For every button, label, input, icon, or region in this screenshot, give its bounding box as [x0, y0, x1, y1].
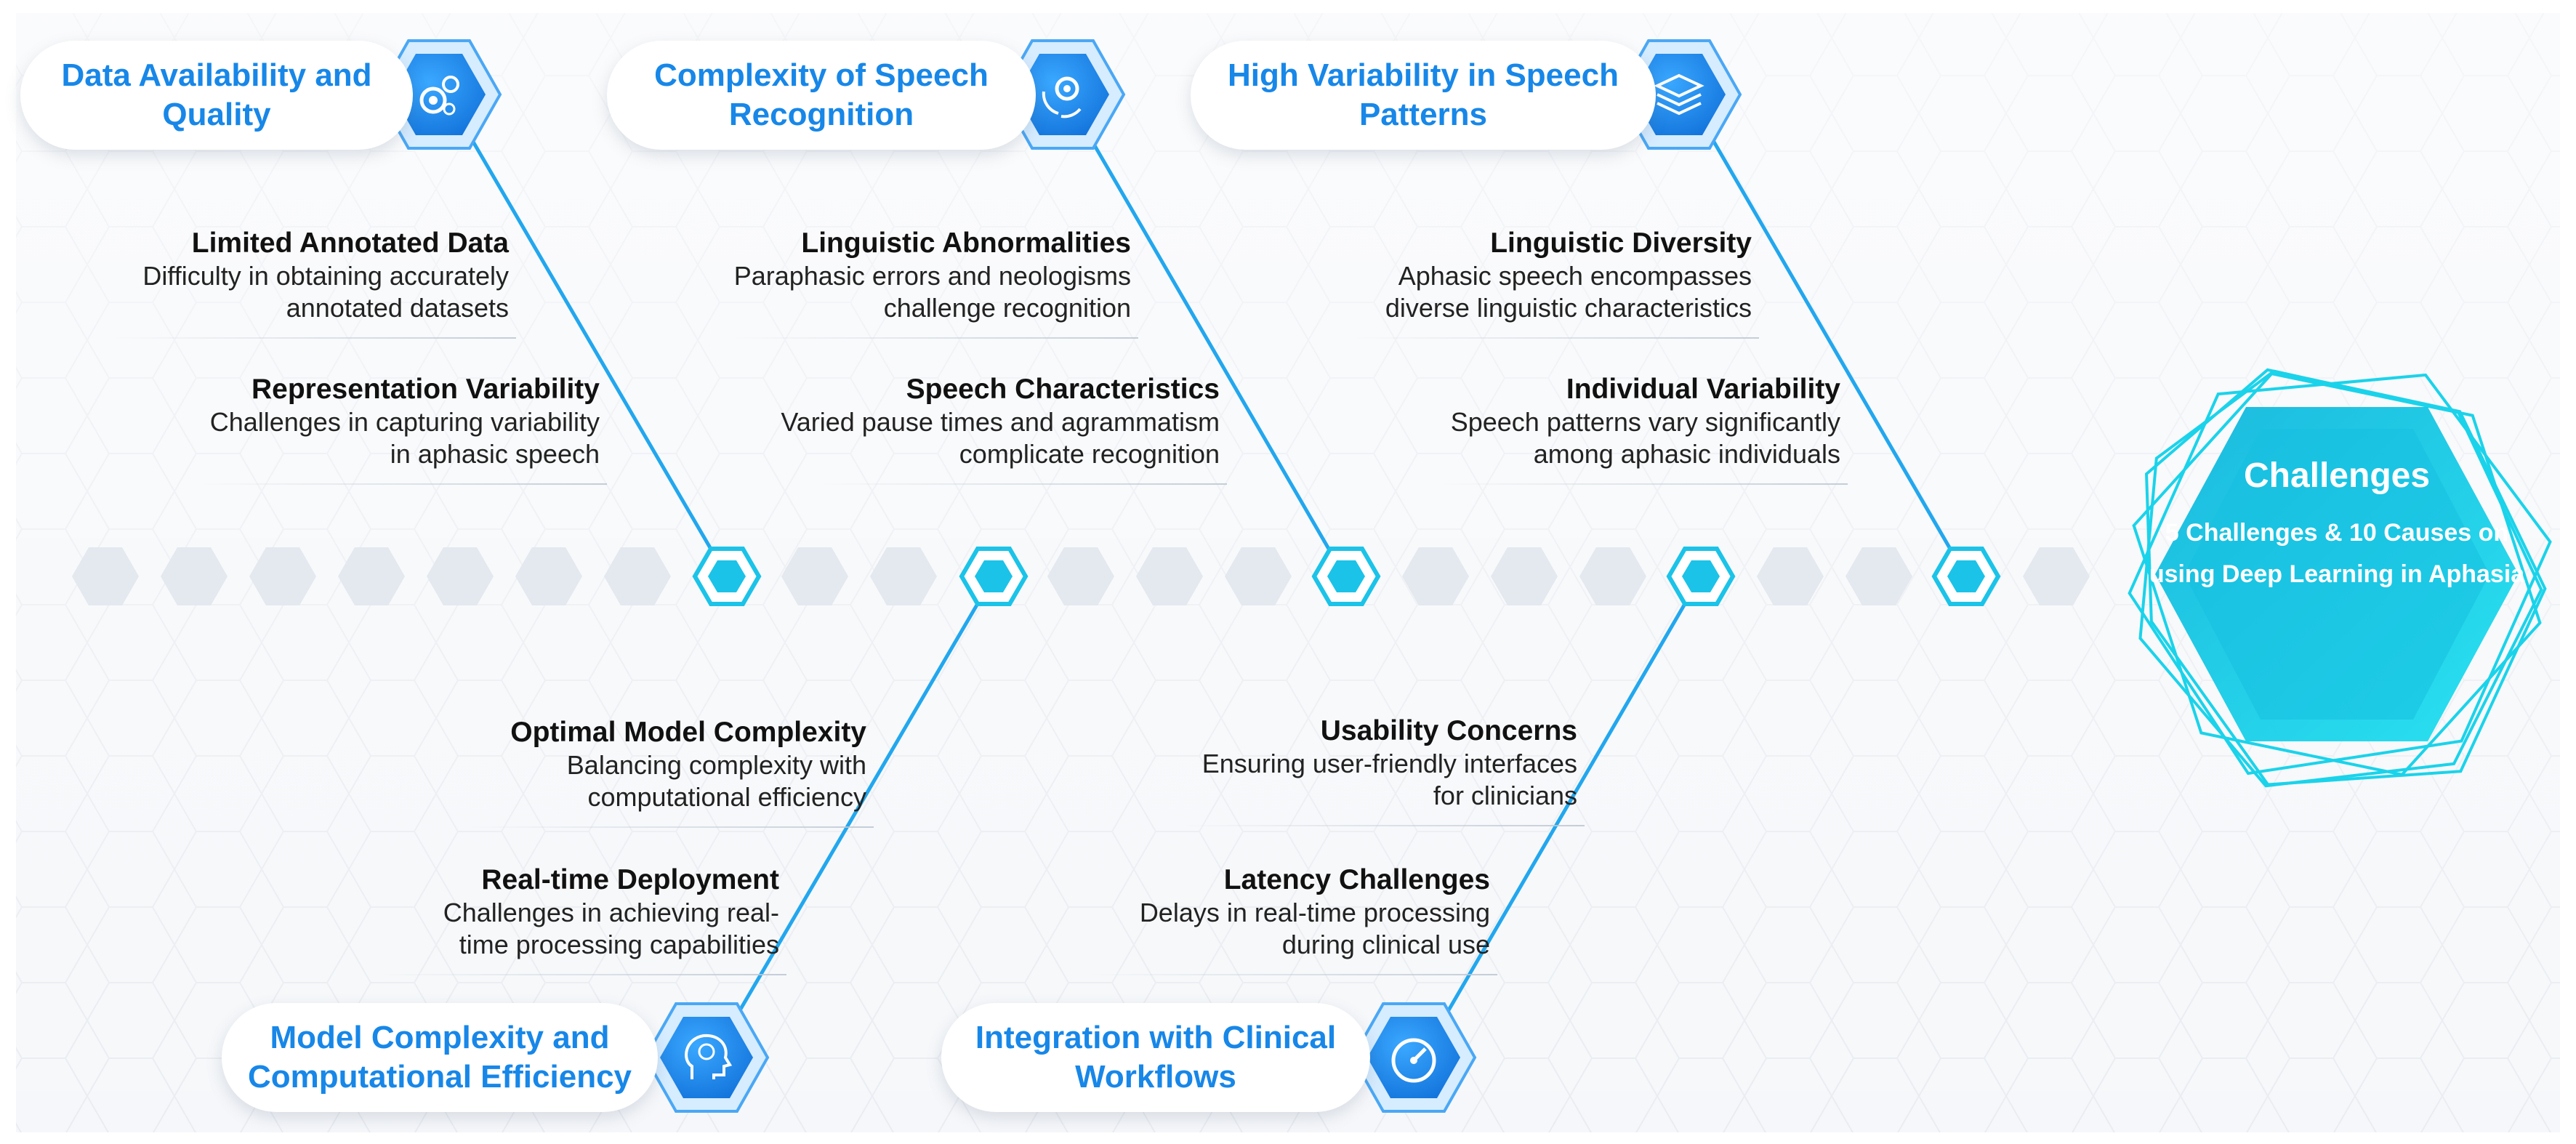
challenge-card-data-availability: Data Availability and Quality [20, 41, 413, 150]
cause-description: Delays in real-time processing during cl… [1139, 898, 1490, 959]
cause-description: Ensuring user-friendly interfaces for cl… [1202, 749, 1577, 810]
cause-title: Usability Concerns [1320, 715, 1577, 746]
challenge-card-speech-variability: High Variability in Speech Patterns [1191, 41, 1656, 150]
connector-line [1088, 137, 1347, 578]
cause-title: Real-time Deployment [481, 864, 779, 895]
track-hexagon [161, 547, 228, 605]
cause-title: Latency Challenges [1223, 864, 1490, 895]
track-hexagon [1579, 547, 1646, 605]
cause-title: Limited Annotated Data [191, 227, 509, 259]
track-hexagon [427, 547, 494, 605]
brain-head-icon [643, 1002, 770, 1113]
spine-node [959, 547, 1029, 606]
cause-underline [109, 337, 516, 339]
hub-subtitle: 5 Challenges & 10 Causes on using Deep L… [2149, 519, 2525, 588]
cause-item: Latency Challenges Delays in real-time p… [938, 863, 1497, 975]
cause-description: Balancing complexity with computational … [566, 750, 866, 812]
cause-description: Paraphasic errors and neologisms challen… [733, 261, 1131, 323]
track-hexagon [1047, 547, 1114, 605]
cause-title: Optimal Model Complexity [510, 717, 866, 748]
cause-item: Representation Variability Challenges in… [47, 373, 607, 485]
challenge-card-clinical-integration: Integration with Clinical Workflows [941, 1003, 1370, 1112]
cause-title: Speech Characteristics [906, 374, 1220, 405]
challenge-title: Model Complexity and Computational Effic… [247, 1020, 632, 1095]
cause-underline [1178, 825, 1585, 826]
connector-lines [469, 137, 1968, 1015]
track-hexagon [338, 547, 405, 605]
cause-item: Linguistic Diversity Aphasic speech enco… [1199, 227, 1759, 339]
connector-line [1444, 575, 1703, 1015]
hub-label: Challenges 5 Challenges & 10 Causes on u… [2141, 454, 2533, 595]
cause-title: Linguistic Abnormalities [801, 227, 1131, 259]
connector-line [1710, 137, 1968, 578]
track-hexagon [2023, 547, 2090, 605]
challenge-card-model-complexity: Model Complexity and Computational Effic… [222, 1003, 658, 1112]
track-hexagon [1846, 547, 1912, 605]
track-hexagon [870, 547, 937, 605]
spine-node [1311, 547, 1381, 606]
cause-item: Usability Concerns Ensuring user-friendl… [1025, 714, 1585, 826]
cause-description: Speech patterns vary significantly among… [1450, 407, 1840, 469]
cause-title: Individual Variability [1566, 374, 1840, 405]
hub-title: Challenges [2243, 456, 2431, 495]
cause-underline [820, 483, 1227, 485]
track-hexagon [249, 547, 316, 605]
track-hexagon [1402, 547, 1469, 605]
cause-item: Real-time Deployment Challenges in achie… [227, 863, 786, 975]
track-hexagon [1136, 547, 1203, 605]
process-gear-icon [999, 39, 1126, 150]
cause-underline [1441, 483, 1848, 485]
spine-node [1931, 547, 2001, 606]
spine-node [692, 547, 762, 606]
cause-item: Optimal Model Complexity Balancing compl… [314, 716, 874, 828]
cause-underline [200, 483, 607, 485]
cause-underline [379, 974, 786, 975]
spine-node [1666, 547, 1736, 606]
cause-item: Speech Characteristics Varied pause time… [667, 373, 1227, 485]
connector-line [469, 137, 729, 578]
track-hexagon [72, 547, 139, 605]
connector-line [736, 575, 996, 1015]
track-hexagon [1757, 547, 1824, 605]
gears-icon [376, 39, 502, 150]
cause-description: Challenges in achieving real- time proce… [443, 898, 779, 959]
cause-item: Linguistic Abnormalities Paraphasic erro… [579, 227, 1138, 339]
challenge-title: High Variability in Speech Patterns [1228, 57, 1619, 132]
challenges-hub [2128, 368, 2552, 788]
challenge-title: Integration with Clinical Workflows [975, 1020, 1337, 1095]
track-hexagon [604, 547, 671, 605]
track-hexagon [781, 547, 848, 605]
cause-item: Limited Annotated Data Difficulty in obt… [0, 227, 516, 339]
challenge-title: Complexity of Speech Recognition [654, 57, 989, 132]
spine-nodes [692, 547, 2001, 606]
track-hexagon [1491, 547, 1558, 605]
cause-description: Difficulty in obtaining accurately annot… [142, 261, 509, 323]
challenge-card-speech-recognition: Complexity of Speech Recognition [607, 41, 1036, 150]
track-hexagon [1225, 547, 1292, 605]
cause-underline [467, 826, 874, 828]
cause-description: Varied pause times and agrammatism compl… [781, 407, 1220, 469]
spine-track [72, 547, 2090, 605]
track-hexagon [515, 547, 582, 605]
cause-underline [1090, 974, 1497, 975]
cause-underline [731, 337, 1138, 339]
cause-title: Representation Variability [251, 374, 600, 405]
cause-title: Linguistic Diversity [1490, 227, 1752, 259]
cause-description: Challenges in capturing variability in a… [209, 407, 600, 469]
cause-item: Individual Variability Speech patterns v… [1288, 373, 1848, 485]
cause-underline [1352, 337, 1759, 339]
cause-description: Aphasic speech encompasses diverse lingu… [1385, 261, 1752, 323]
challenge-title: Data Availability and Quality [61, 57, 372, 132]
